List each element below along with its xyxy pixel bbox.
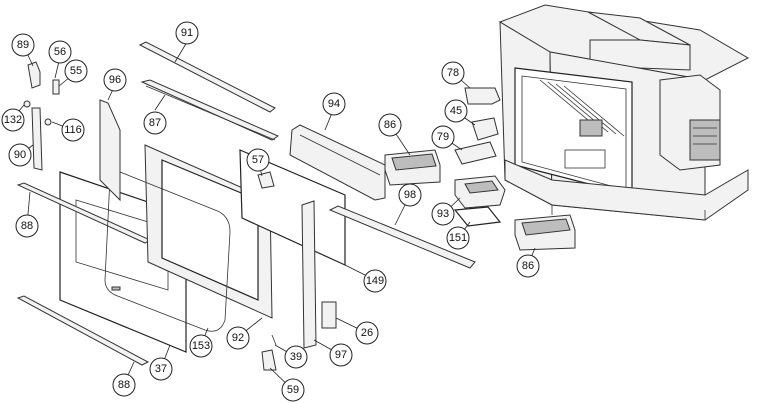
svg-text:55: 55: [70, 65, 82, 77]
callout-39: 39: [284, 345, 308, 369]
svg-text:59: 59: [287, 384, 299, 396]
callout-45: 45: [444, 99, 468, 123]
side-rail-96: [99, 99, 121, 202]
callout-98: 98: [398, 183, 422, 207]
callout-93: 93: [431, 202, 455, 226]
callout-88-top: 88: [15, 214, 39, 238]
callout-90: 90: [8, 143, 32, 167]
svg-text:153: 153: [192, 340, 210, 352]
svg-text:116: 116: [64, 124, 82, 136]
svg-text:78: 78: [447, 67, 459, 79]
callout-94: 94: [322, 92, 346, 116]
top-strip-91: [138, 41, 276, 113]
svg-text:89: 89: [17, 39, 29, 51]
rail-98: [328, 205, 476, 269]
callout-153: 153: [189, 334, 213, 358]
callout-87: 87: [143, 111, 167, 135]
callout-55: 55: [64, 59, 88, 83]
svg-text:91: 91: [181, 27, 193, 39]
callout-56: 56: [48, 40, 72, 64]
vertical-strip-97: [301, 200, 317, 349]
svg-text:39: 39: [290, 351, 302, 363]
svg-text:56: 56: [54, 46, 66, 58]
pin-39: [271, 334, 277, 346]
svg-text:92: 92: [232, 332, 244, 344]
svg-text:79: 79: [437, 131, 449, 143]
svg-text:96: 96: [109, 74, 121, 86]
bracket-79: [454, 141, 497, 165]
callout-149: 149: [363, 269, 387, 293]
svg-text:151: 151: [449, 232, 467, 244]
svg-text:97: 97: [335, 349, 347, 361]
vent-grille-86-lower: [514, 214, 576, 251]
callout-132: 132: [1, 108, 25, 132]
callout-91: 91: [175, 21, 199, 45]
hinge-bracket: [23, 61, 60, 171]
callout-88-bottom: 88: [112, 373, 136, 397]
callout-37: 37: [149, 357, 173, 381]
svg-text:149: 149: [366, 275, 384, 287]
callout-57: 57: [246, 148, 270, 172]
top-strip-87: [140, 79, 280, 141]
callout-59: 59: [281, 378, 305, 402]
box-93: [454, 175, 506, 209]
svg-text:86: 86: [384, 119, 396, 131]
vent-duct-94: [289, 124, 386, 201]
svg-text:98: 98: [404, 189, 416, 201]
svg-text:57: 57: [252, 154, 264, 166]
bracket-45: [471, 117, 499, 141]
callout-89: 89: [11, 33, 35, 57]
svg-text:88: 88: [118, 379, 130, 391]
svg-text:86: 86: [522, 260, 534, 272]
oven-body-assembly: [498, 4, 750, 221]
svg-text:45: 45: [450, 105, 462, 117]
latch-26: [321, 301, 337, 329]
svg-text:87: 87: [149, 117, 161, 129]
svg-text:93: 93: [437, 208, 449, 220]
bracket-78: [464, 87, 501, 105]
callout-96: 96: [103, 68, 127, 92]
svg-text:88: 88: [21, 220, 33, 232]
vent-grille-86-upper: [384, 149, 441, 186]
svg-text:37: 37: [155, 363, 167, 375]
gasket-151: [453, 206, 502, 227]
svg-text:90: 90: [14, 149, 26, 161]
door-bottom-trim: [16, 295, 150, 366]
callout-92: 92: [226, 326, 250, 350]
hinge-59: [261, 349, 277, 371]
callout-86-upper: 86: [378, 113, 402, 137]
callout-26: 26: [355, 321, 379, 345]
callout-97: 97: [329, 343, 353, 367]
callout-79: 79: [431, 125, 455, 149]
callout-116: 116: [61, 118, 85, 142]
callout-78: 78: [441, 61, 465, 85]
svg-text:132: 132: [4, 114, 22, 126]
svg-text:94: 94: [328, 98, 340, 110]
door-inner-frame: [144, 144, 273, 319]
callout-86-lower: 86: [516, 254, 540, 278]
svg-text:26: 26: [361, 327, 373, 339]
callout-151: 151: [446, 226, 470, 250]
